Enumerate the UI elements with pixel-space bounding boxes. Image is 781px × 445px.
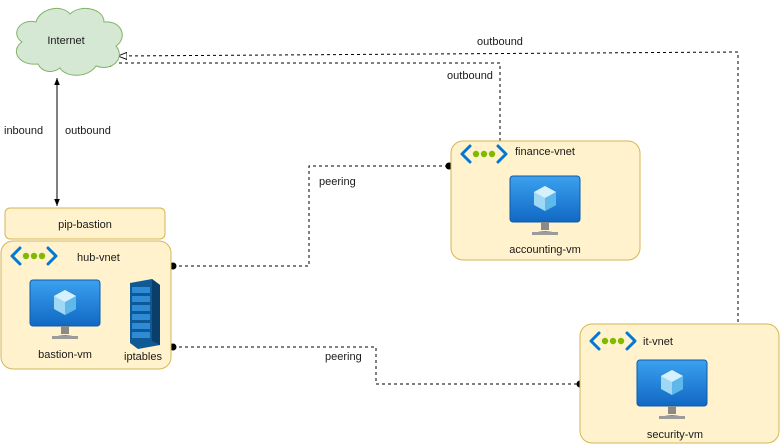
cloud-icon <box>16 7 123 76</box>
internet-node: Internet <box>16 7 123 76</box>
edge-label-it-peering: peering <box>325 351 362 363</box>
edge-label-finance-outbound: outbound <box>447 70 493 82</box>
bastion-vm-label: bastion-vm <box>38 349 92 361</box>
edge-it-peering <box>173 346 580 385</box>
pip-bastion-label: pip-bastion <box>58 219 112 231</box>
edge-it-outbound <box>118 51 739 322</box>
edge-finance-peering <box>173 165 449 267</box>
finance-vnet-label: finance-vnet <box>515 146 575 158</box>
edge-finance-outbound <box>102 63 501 141</box>
hub-vnet-label: hub-vnet <box>77 252 120 264</box>
internet-label: Internet <box>47 35 84 47</box>
edge-label-inbound: inbound <box>4 125 43 137</box>
edge-label-finance-peering: peering <box>319 176 356 188</box>
edge-label-it-outbound: outbound <box>477 36 523 48</box>
hub-vnet-node: hub-vnet bastion-vm iptables <box>0 240 172 370</box>
security-vm-label: security-vm <box>647 429 703 441</box>
firewall-icon <box>130 279 160 349</box>
finance-vnet-node: finance-vnet accounting-vm <box>450 140 641 261</box>
accounting-vm-label: accounting-vm <box>509 244 581 256</box>
it-vnet-node: it-vnet security-vm <box>579 323 780 444</box>
iptables-label: iptables <box>124 351 162 363</box>
pip-bastion-node: pip-bastion <box>4 207 166 240</box>
edge-label-outbound: outbound <box>65 125 111 137</box>
it-vnet-label: it-vnet <box>643 336 673 348</box>
